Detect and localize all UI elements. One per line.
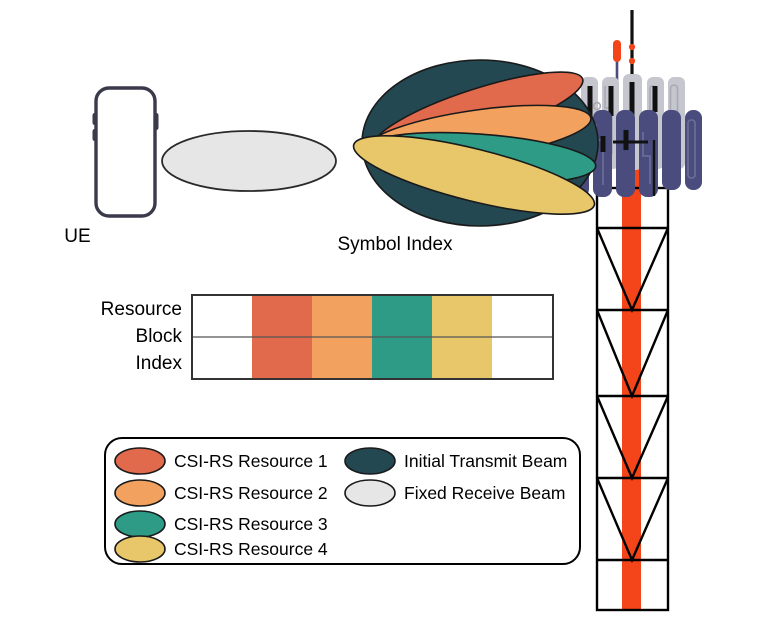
mast-beacon-dot-upper	[628, 43, 636, 51]
legend-swatch-initial-transmit-beam	[344, 447, 396, 475]
grid-cell	[192, 295, 252, 337]
ue-group	[92, 86, 337, 218]
resource-block-index-label: Resource Block Index	[100, 299, 182, 374]
grid-border	[191, 294, 554, 380]
grid-cell	[312, 337, 372, 379]
legend-label-csi-rs-2: CSI-RS Resource 2	[174, 483, 328, 503]
beam-group	[352, 59, 599, 227]
grid-cell	[312, 295, 372, 337]
grid-cell	[252, 337, 312, 379]
resource-grid	[191, 294, 554, 380]
grid-cell	[192, 337, 252, 379]
ue-button-power	[153, 113, 159, 130]
grid-cell	[432, 337, 492, 379]
legend-label-csi-rs-3: CSI-RS Resource 3	[174, 514, 328, 534]
legend-swatches	[114, 447, 396, 563]
grid-cell	[492, 337, 553, 379]
legend-label-csi-rs-1: CSI-RS Resource 1	[174, 451, 328, 471]
tower-mast	[622, 138, 641, 610]
legend-label-csi-rs-4: CSI-RS Resource 4	[174, 539, 328, 559]
antenna-connectors	[587, 82, 658, 124]
legend-swatch-csi-rs-4	[114, 535, 166, 563]
legend-swatch-csi-rs-2	[114, 479, 166, 507]
ue-device	[94, 86, 157, 218]
beam-lobe-csi-rs-4	[352, 135, 596, 215]
mast-beacon-dot-lower	[628, 57, 636, 65]
tower-side-rod-tip	[613, 40, 621, 62]
legend-swatch-fixed-receive-beam	[344, 479, 396, 507]
legend-label-initial-transmit-beam: Initial Transmit Beam	[404, 451, 568, 471]
fixed-receive-beam	[161, 130, 337, 192]
legend-swatch-csi-rs-1	[114, 447, 166, 475]
grid-cell	[372, 337, 432, 379]
legend-box	[104, 437, 581, 565]
symbol-index-label: Symbol Index	[337, 234, 453, 255]
tower-lattice	[595, 186, 670, 612]
ue-button-volume-down	[92, 129, 98, 141]
grid-cell	[372, 295, 432, 337]
ue-button-volume-up	[92, 113, 98, 125]
ue-label: UE	[64, 226, 91, 247]
grid-cell	[492, 295, 553, 337]
legend-swatch-csi-rs-3	[114, 510, 166, 538]
grid-cell	[252, 295, 312, 337]
legend-label-fixed-receive-beam: Fixed Receive Beam	[404, 483, 566, 503]
antenna-tower	[570, 10, 702, 612]
grid-cell	[432, 295, 492, 337]
